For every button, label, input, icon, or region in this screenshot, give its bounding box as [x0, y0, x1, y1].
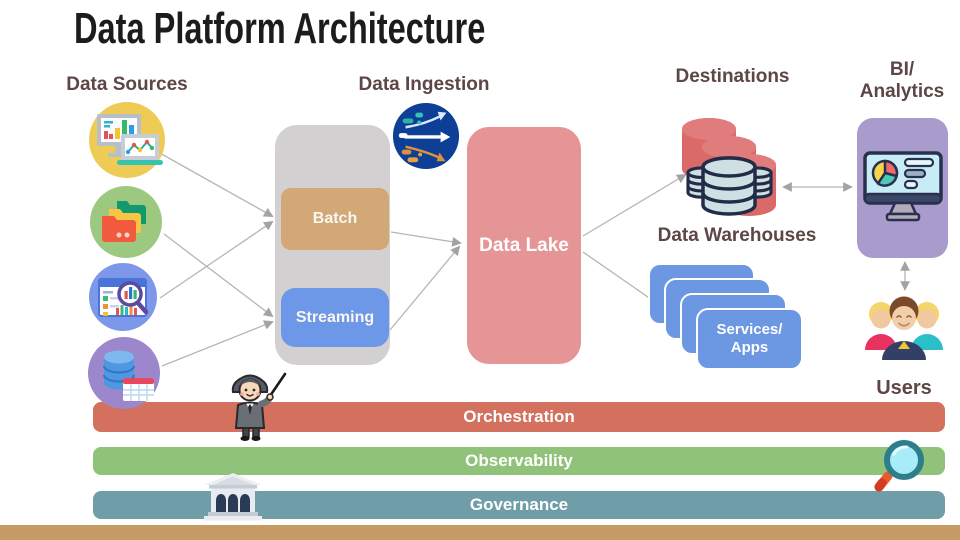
services-apps-node: Services/ Apps	[696, 308, 803, 370]
services-label-line2: Apps	[730, 339, 769, 356]
heading-bi-analytics: BI/ Analytics	[845, 59, 959, 103]
observability-label: Observability	[465, 451, 573, 470]
layer-bar-observability: Observability	[93, 447, 945, 475]
person-right	[911, 302, 943, 350]
users-label: Users	[876, 377, 932, 399]
analytics-monitor-icon	[863, 151, 943, 222]
governance-label: Governance	[469, 495, 569, 514]
arrow-source1-to-batch	[157, 151, 274, 217]
heading-destinations: Destinations	[675, 66, 790, 87]
arrow-streaming-to-datalake	[389, 245, 461, 331]
heading-bi-line1: BI/	[889, 59, 915, 80]
heading-data-sources: Data Sources	[66, 74, 188, 95]
streaming-node: Streaming	[281, 288, 389, 347]
data-warehouses-label: Data Warehouses	[657, 225, 817, 246]
arrow-datalake-to-warehouses	[582, 173, 687, 237]
database-table-icon	[88, 337, 160, 409]
conductor-icon	[231, 372, 287, 441]
monitor-charts-icon	[89, 102, 165, 178]
batch-label: Batch	[312, 210, 358, 227]
orchestration-label: Orchestration	[463, 407, 575, 426]
arrow-datalake-to-services	[582, 251, 660, 306]
arrow-source2-to-streaming	[163, 233, 274, 318]
person-left	[865, 302, 897, 350]
page-title: Data Platform Architecture	[74, 4, 486, 53]
batch-node: Batch	[281, 188, 389, 250]
arrow-batch-to-datalake	[390, 231, 462, 247]
data-lake-node: Data Lake	[467, 127, 581, 364]
data-lake-label: Data Lake	[479, 234, 569, 256]
data-flow-globe-icon	[392, 102, 460, 170]
streaming-label: Streaming	[295, 308, 375, 326]
bank-building-icon	[204, 473, 262, 521]
arrow-source3-to-batch	[159, 220, 274, 299]
heading-bi-line2: Analytics	[859, 81, 945, 102]
web-analytics-icon	[89, 263, 157, 331]
heading-data-ingestion: Data Ingestion	[358, 74, 490, 95]
database-stack-icon	[682, 118, 776, 216]
bottom-accent-strip	[0, 525, 960, 540]
magnifier-icon	[874, 440, 924, 492]
person-center	[882, 296, 926, 360]
folders-icon	[90, 186, 162, 258]
people-icon	[865, 296, 943, 360]
services-label-line1: Services/	[716, 321, 783, 338]
layer-bar-orchestration: Orchestration	[93, 402, 945, 432]
arrow-source4-to-streaming	[161, 320, 274, 367]
